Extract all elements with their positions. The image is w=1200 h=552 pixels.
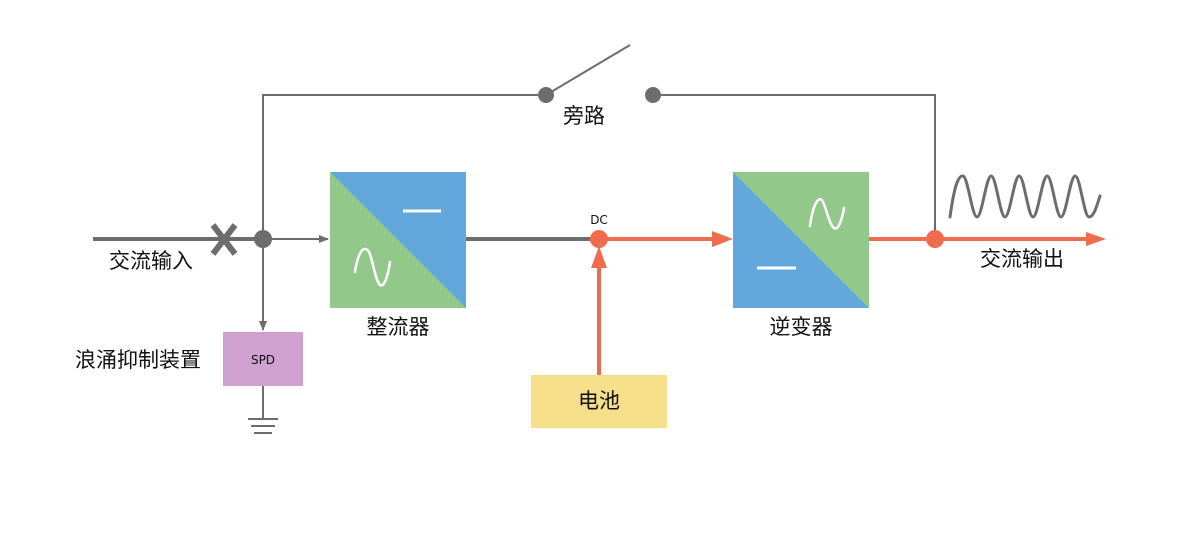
- battery-box: [531, 375, 667, 428]
- dc-label: DC: [590, 213, 608, 227]
- rectifier-label: 整流器: [367, 315, 430, 339]
- dc-node-dot: [590, 230, 608, 248]
- bypass-switch-blade: [545, 44, 631, 96]
- sine-wave-icon: [353, 247, 392, 287]
- dc-to-inverter-arrowhead: [712, 231, 733, 247]
- spd-box: [223, 332, 303, 386]
- sine-wave-icon: [808, 198, 846, 230]
- ac-output-label: 交流输出: [980, 247, 1064, 271]
- ac-output-arrowhead: [1086, 232, 1106, 246]
- bypass-line-right: [653, 94, 936, 239]
- output-junction-dot: [926, 230, 944, 248]
- inverter-label: 逆变器: [770, 315, 833, 339]
- ground-icon: [248, 418, 278, 434]
- battery-feed-arrowhead: [591, 246, 607, 268]
- sine-wave-icon: [948, 174, 1102, 219]
- battery-label: 电池: [578, 389, 620, 413]
- bypass-line-left: [262, 94, 546, 239]
- ac-input-label: 交流输入: [109, 249, 193, 273]
- bypass-label: 旁路: [563, 104, 605, 128]
- input-junction-dot: [254, 230, 272, 248]
- bypass-switch-contact-left: [538, 87, 554, 103]
- inverter-block: [733, 172, 869, 308]
- surge-suppressor-label: 浪涌抑制装置: [75, 348, 201, 372]
- rectifier-block: [330, 172, 466, 308]
- spd-label: SPD: [251, 353, 275, 367]
- x-cross-icon: [210, 223, 238, 256]
